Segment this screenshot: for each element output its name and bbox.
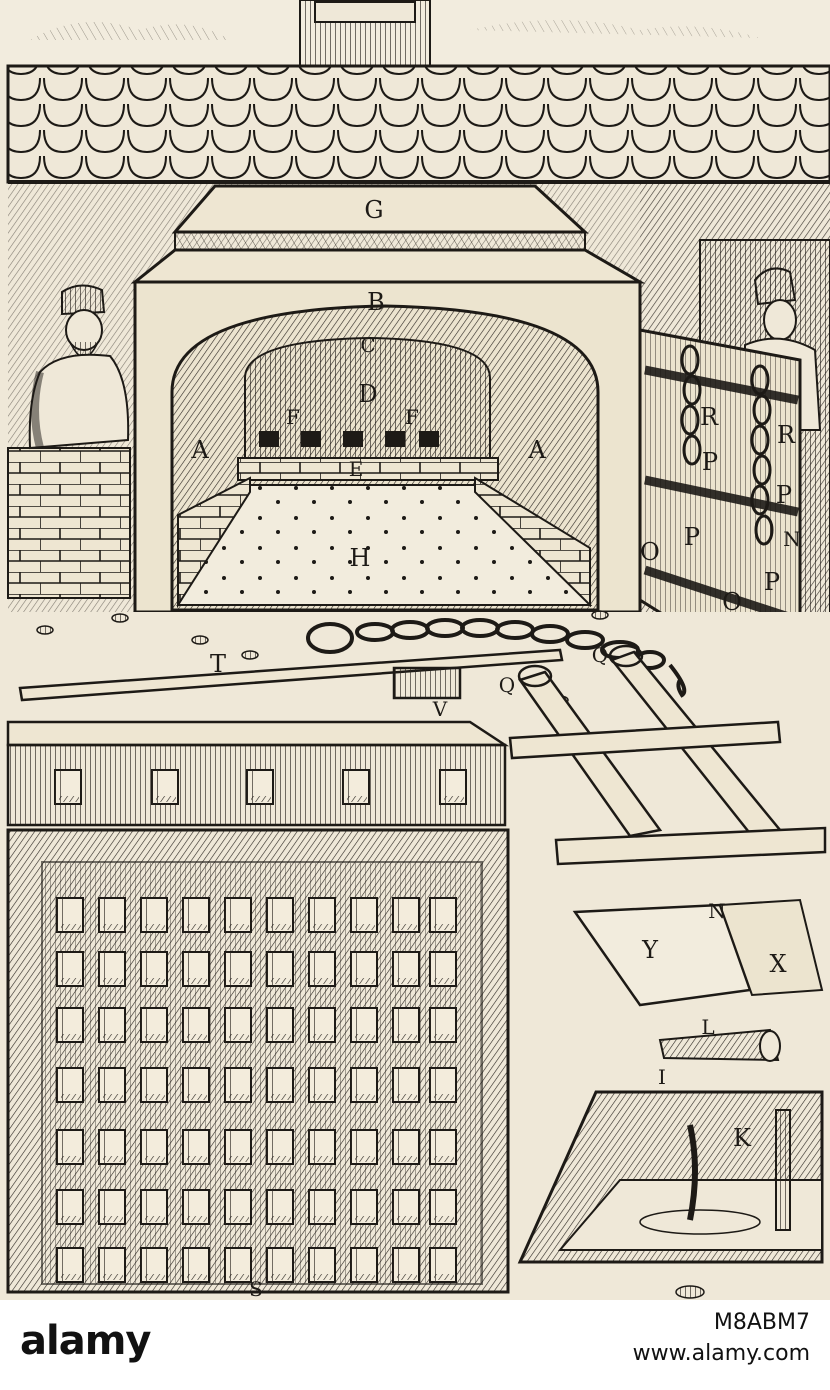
label-a-right: A [527, 436, 546, 464]
woodcut-svg: G B C D F F A A E H T V Q Q R R P P P P … [6, 0, 830, 1300]
label-v: V [432, 697, 448, 721]
woodcut-illustration: G B C D F F A A E H T V Q Q R R P P P P … [0, 0, 830, 1300]
label-q-left: Q [499, 673, 515, 697]
label-h: H [350, 544, 371, 572]
label-n-plate: N [708, 899, 726, 923]
label-p-4: P [764, 568, 780, 596]
label-p-1: P [702, 448, 718, 476]
label-q-right: Q [592, 643, 608, 667]
label-s: S [249, 1277, 263, 1300]
footer-url: www.alamy.com [632, 1341, 810, 1366]
stock-footer [0, 1300, 830, 1390]
label-f-right: F [405, 405, 419, 429]
label-f-left: F [286, 405, 300, 429]
label-r-right: R [777, 421, 796, 449]
label-k: K [733, 1124, 752, 1152]
label-d: D [358, 380, 377, 408]
label-x: X [769, 950, 786, 978]
label-p-2: P [776, 481, 792, 509]
label-o-1: O [640, 538, 660, 566]
label-c: C [360, 333, 375, 357]
label-y: Y [641, 936, 659, 964]
label-n-door: N [783, 527, 801, 551]
alamy-logo: alamy [20, 1318, 151, 1364]
image-id: M8ABM7 [713, 1310, 810, 1335]
label-g: G [364, 196, 383, 224]
label-p-3: P [684, 523, 700, 551]
footer-info: M8ABM7 www.alamy.com [633, 1310, 810, 1366]
label-i: I [658, 1065, 666, 1089]
label-e: E [349, 457, 364, 481]
label-b: B [367, 288, 385, 316]
label-l: L [701, 1015, 714, 1039]
label-t: T [210, 650, 226, 678]
label-r-left: R [700, 403, 719, 431]
label-a-left: A [190, 436, 209, 464]
label-o-2: O [722, 588, 742, 616]
worker-figure-left [28, 284, 130, 450]
